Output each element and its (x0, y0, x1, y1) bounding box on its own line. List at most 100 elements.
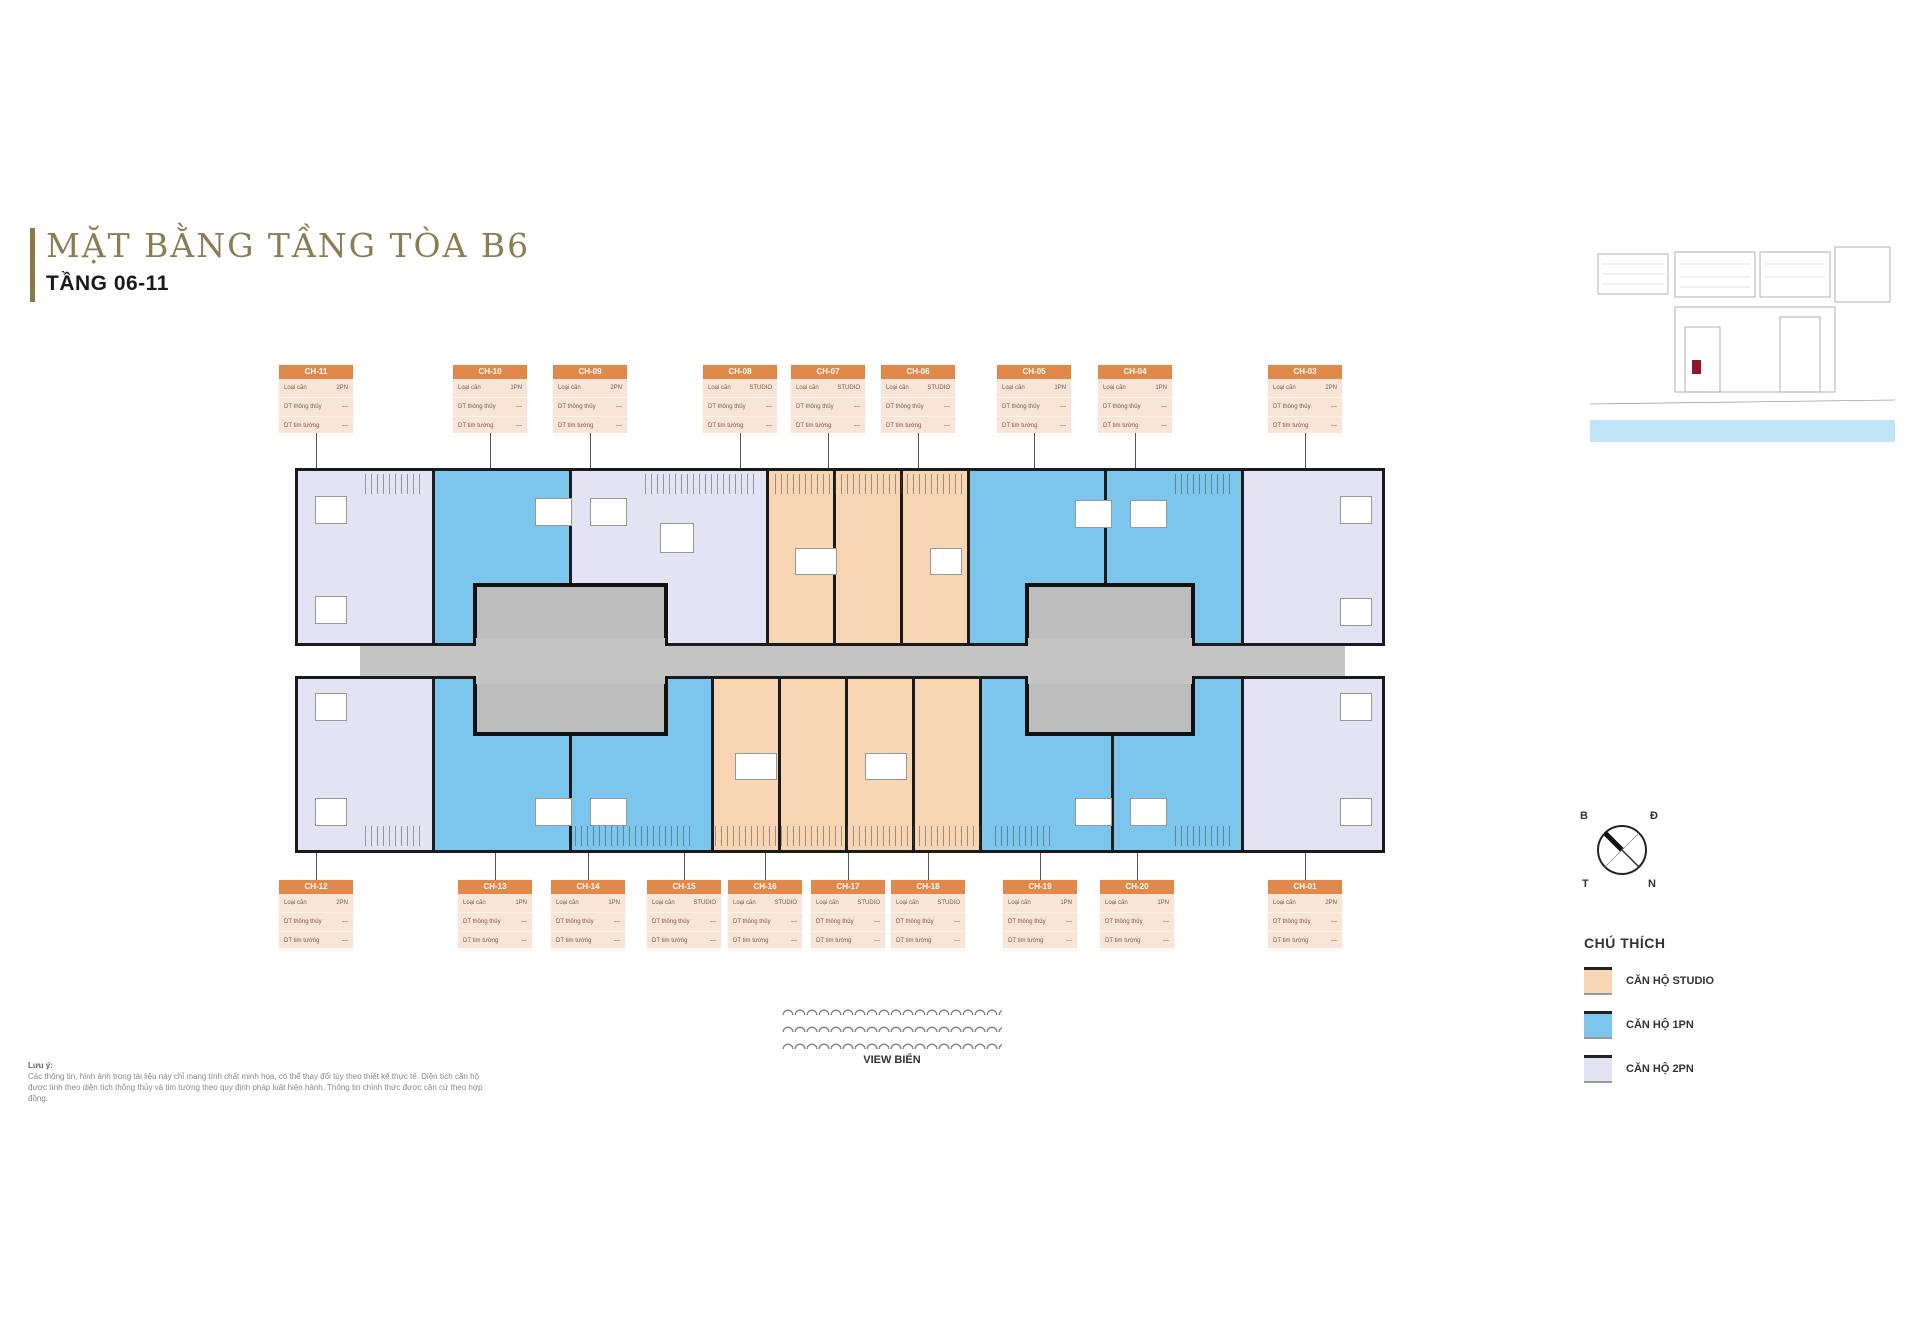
leader-line (828, 433, 829, 478)
leader-line (588, 842, 589, 880)
field-value: 2PN (1325, 385, 1337, 391)
field-value: — (1331, 919, 1337, 925)
unit-code: CH-13 (458, 880, 532, 894)
field-value: — (1163, 919, 1169, 925)
leader-line (1034, 433, 1035, 478)
unit-code: CH-14 (551, 880, 625, 894)
field-value: — (791, 938, 797, 944)
field-label: DT tim tường (1002, 423, 1038, 429)
field-label: Loại căn (796, 385, 819, 391)
bed (1075, 500, 1112, 528)
field-label: DT thông thủy (284, 404, 322, 410)
unit-type-row: Loại căn 1PN (1100, 894, 1174, 913)
field-label: DT tim tường (458, 423, 494, 429)
field-value: — (954, 919, 960, 925)
field-label: DT tim tường (558, 423, 594, 429)
field-label: DT thông thủy (556, 919, 594, 925)
field-value: — (516, 404, 522, 410)
balcony (1175, 474, 1235, 494)
note-text: Các thông tin, hình ảnh trong tài liệu n… (28, 1072, 483, 1103)
unit-type-row: Loại căn STUDIO (891, 894, 965, 913)
balcony (365, 826, 425, 846)
unit-code: CH-11 (279, 365, 353, 379)
field-label: Loại căn (458, 385, 481, 391)
unit-net-area-row: DT thông thủy — (1100, 913, 1174, 932)
field-label: Loại căn (886, 385, 909, 391)
field-label: Loại căn (556, 900, 579, 906)
field-value: 1PN (515, 900, 527, 906)
field-label: Loại căn (1002, 385, 1025, 391)
wave-icon (782, 1037, 1002, 1050)
field-value: 1PN (1157, 900, 1169, 906)
legend-item-2br: CĂN HỘ 2PN (1584, 1055, 1714, 1083)
field-label: DT tim tường (708, 423, 744, 429)
field-value: 2PN (1325, 900, 1337, 906)
field-value: — (766, 423, 772, 429)
field-value: STUDIO (774, 900, 797, 906)
leader-line (1305, 433, 1306, 478)
field-value: STUDIO (937, 900, 960, 906)
unit-studio-bottom-7[interactable] (912, 676, 982, 853)
field-label: DT tim tường (1105, 938, 1141, 944)
field-value: — (614, 919, 620, 925)
wave-icon (782, 1020, 1002, 1033)
field-value: STUDIO (693, 900, 716, 906)
legend-label-2br: CĂN HỘ 2PN (1626, 1063, 1694, 1075)
unit-net-area-row: DT thông thủy— (553, 398, 627, 417)
field-value: STUDIO (749, 385, 772, 391)
unit-studio-top-5[interactable] (833, 468, 903, 646)
unit-code: CH-01 (1268, 880, 1342, 894)
field-label: DT tim tường (896, 938, 932, 944)
unit-gross-area-row: DT tim tường— (891, 932, 965, 951)
field-value: STUDIO (857, 900, 880, 906)
leader-line (848, 842, 849, 880)
leader-line (490, 433, 491, 478)
bed (315, 596, 347, 624)
legend: CHÚ THÍCH CĂN HỘ STUDIO CĂN HỘ 1PN CĂN H… (1584, 935, 1714, 1099)
core-left-lobby (476, 638, 665, 684)
unit-gross-area-row: DT tim tường— (458, 932, 532, 951)
field-label: Loại căn (816, 900, 839, 906)
bed (315, 693, 347, 721)
leader-line (684, 842, 685, 880)
field-label: DT thông thủy (284, 919, 322, 925)
compass-west-label: T (1582, 878, 1589, 890)
disclaimer-note: Lưu ý: Các thông tin, hình ảnh trong tài… (28, 1060, 488, 1104)
floor-plan (295, 468, 1385, 853)
bed (1340, 598, 1372, 626)
bed (1130, 798, 1167, 826)
bed (1075, 798, 1112, 826)
field-value: — (1161, 404, 1167, 410)
unit-net-area-row: DT thông thủy— (1003, 913, 1077, 932)
field-value: 2PN (336, 900, 348, 906)
balcony (775, 474, 965, 494)
bed (865, 753, 907, 780)
field-value: STUDIO (927, 385, 950, 391)
legend-item-1br: CĂN HỘ 1PN (1584, 1011, 1714, 1039)
unit-gross-area-row: DT tim tường— (279, 932, 353, 951)
bed (535, 498, 572, 526)
field-value: — (521, 919, 527, 925)
unit-net-area-row: DT thông thủy — (551, 913, 625, 932)
unit-gross-area-row: DT tim tường— (647, 932, 721, 951)
unit-net-area-row: DT thông thủy— (791, 398, 865, 417)
field-label: DT thông thủy (1105, 919, 1143, 925)
field-value: — (874, 938, 880, 944)
compass: B Đ T N (1580, 810, 1670, 900)
core-right-top (1025, 583, 1195, 646)
field-label: Loại căn (1105, 900, 1128, 906)
field-value: — (1331, 404, 1337, 410)
compass-north-label: B (1580, 810, 1588, 822)
leader-line (740, 433, 741, 478)
leader-line (765, 842, 766, 880)
field-label: Loại căn (896, 900, 919, 906)
field-label: DT tim tường (652, 938, 688, 944)
